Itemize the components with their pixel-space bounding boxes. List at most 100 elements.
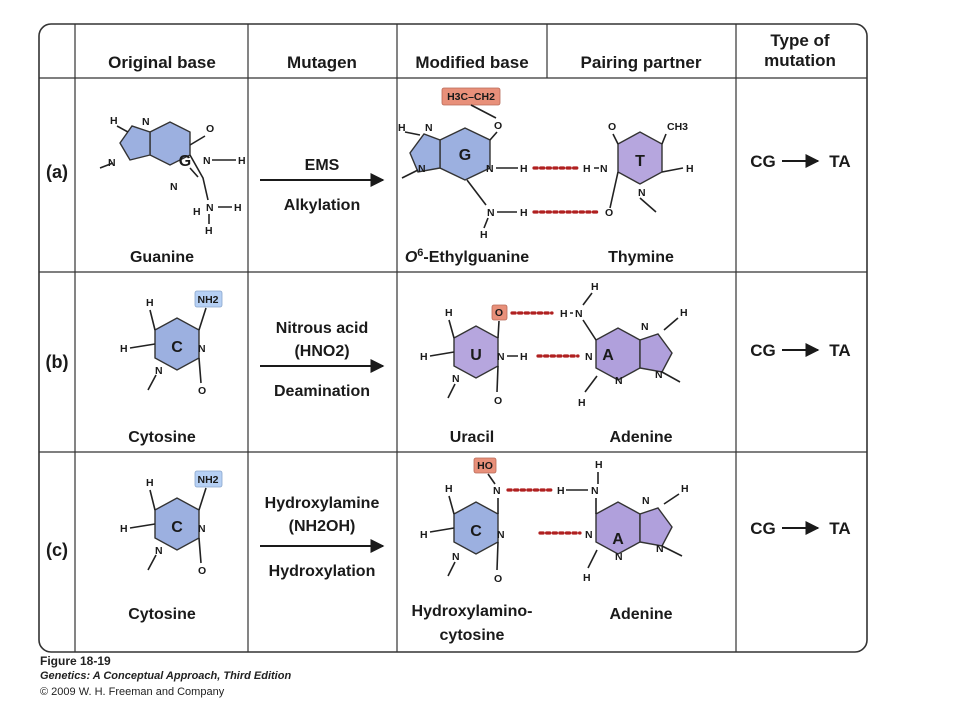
ring-letter: C [470, 523, 482, 540]
oxygen-tag [491, 304, 508, 321]
thymine-structure: T O CH3 H N H O N [583, 121, 694, 219]
atom-label: H [583, 572, 591, 584]
amino-group-label: NH2 [197, 474, 218, 486]
atom-label: O [494, 573, 502, 585]
atom-label: H [120, 343, 128, 355]
amino-group-label: NH2 [197, 294, 218, 306]
partner-base-name: Adenine [609, 429, 672, 446]
atom-label: O [494, 395, 502, 407]
atom-label: N [418, 163, 426, 175]
amino-group-tag [194, 470, 223, 488]
atom-label: N [655, 369, 663, 381]
atom-label: H [578, 397, 586, 409]
hydroxyl-label: HO [477, 460, 493, 472]
atom-label: N [641, 321, 649, 333]
atom-label: O [198, 385, 206, 397]
atom-label: H [520, 163, 528, 175]
atom-label: N [493, 485, 501, 497]
atom-label: H [560, 308, 568, 320]
atom-label: N [600, 163, 608, 175]
ring-letter: A [612, 531, 624, 548]
uracil-structure: O U H H N H N O [420, 304, 528, 407]
name-prefix: O [405, 249, 418, 266]
mutagen-name: Nitrous acid [276, 320, 368, 337]
atom-label: H [520, 351, 528, 363]
row-label: (b) [46, 352, 69, 372]
cytosine-structure: NH2 C H H N N O [120, 290, 223, 397]
atom-label: N [656, 543, 664, 555]
mutagen-process: Deamination [274, 383, 370, 400]
atom-label: H [193, 206, 201, 218]
atom-label: N [591, 485, 599, 497]
atom-label: H [420, 351, 428, 363]
modified-base-name-line1: Hydroxylamino- [412, 603, 533, 620]
ring-letter: G [459, 147, 471, 164]
header-original-base: Original base [108, 53, 216, 72]
hydroxylaminocytosine-structure: HO C N H H N N O [420, 457, 505, 585]
ring-letter: T [635, 153, 645, 170]
atom-label: N [198, 343, 206, 355]
five-ring [639, 507, 673, 547]
atom-label: O [608, 121, 616, 133]
mutation-to: TA [829, 341, 850, 360]
modified-base-name: Uracil [450, 429, 494, 446]
atom-label: H [398, 122, 406, 134]
row-c: (c) NH2 C H H N N O Cytosine Hydroxylami… [46, 457, 851, 644]
figure-number: Figure 18-19 [40, 654, 111, 668]
ring-letter: C [171, 339, 183, 356]
atom-label: N [170, 181, 178, 193]
mutagen-process: Hydroxylation [269, 563, 376, 580]
five-ring [119, 125, 151, 161]
ring-letter: C [171, 519, 183, 536]
atom-label: H [557, 485, 565, 497]
oxygen-label: O [495, 307, 503, 319]
ethylguanine-structure: H3C–CH2 G N H N N O H N H H [398, 87, 528, 241]
header-mutagen: Mutagen [287, 53, 357, 72]
row-label: (a) [46, 162, 68, 182]
hydroxyl-tag [473, 457, 497, 474]
atom-label: H [680, 307, 688, 319]
atom-label: N [575, 308, 583, 320]
name-superscript: 6 [417, 247, 423, 259]
atom-label: O [198, 565, 206, 577]
mutation-from: CG [750, 341, 776, 360]
ethyl-group-label: H3C–CH2 [447, 91, 495, 103]
guanine-structure: G N N N N O H H H N H H [99, 115, 246, 237]
mutation-to: TA [829, 519, 850, 538]
ring-letter: G [179, 153, 191, 170]
atom-label: N [615, 551, 623, 563]
amino-group-tag [194, 290, 223, 308]
atom-label: H [445, 307, 453, 319]
mutagen-formula: (HNO2) [294, 343, 349, 360]
atom-label: N [155, 545, 163, 557]
atom-label: N [486, 163, 494, 175]
row-a: (a) G N N N N O H H H N H H Guanine EMS … [46, 87, 851, 266]
table-frame [38, 23, 868, 653]
atom-label: H [420, 529, 428, 541]
atom-label: N [497, 351, 505, 363]
cytosine-structure: NH2 C H H N N O [120, 470, 223, 577]
row-b: (b) NH2 C H H N N O Cytosine Nitrous aci… [46, 281, 851, 446]
atom-label: H [583, 163, 591, 175]
mutagen-name: EMS [305, 157, 340, 174]
atom-label: H [120, 523, 128, 535]
atom-label: H [480, 229, 488, 241]
original-base-name: Guanine [130, 249, 194, 266]
five-ring [639, 333, 673, 373]
partner-base-name: Thymine [608, 249, 674, 266]
atom-label: N [452, 551, 460, 563]
atom-label: H [234, 202, 242, 214]
adenine-structure: A H H N N N H N H N [557, 459, 689, 584]
atom-label: H [520, 207, 528, 219]
mutagen-formula: (NH2OH) [289, 518, 356, 535]
atom-label: H [146, 477, 154, 489]
atom-label: N [206, 202, 214, 214]
atom-label: N [642, 495, 650, 507]
atom-label: N [452, 373, 460, 385]
atom-label: H [110, 115, 118, 127]
mutagen-name: Hydroxylamine [265, 495, 380, 512]
row-label: (c) [46, 540, 68, 560]
atom-label: N [638, 187, 646, 199]
